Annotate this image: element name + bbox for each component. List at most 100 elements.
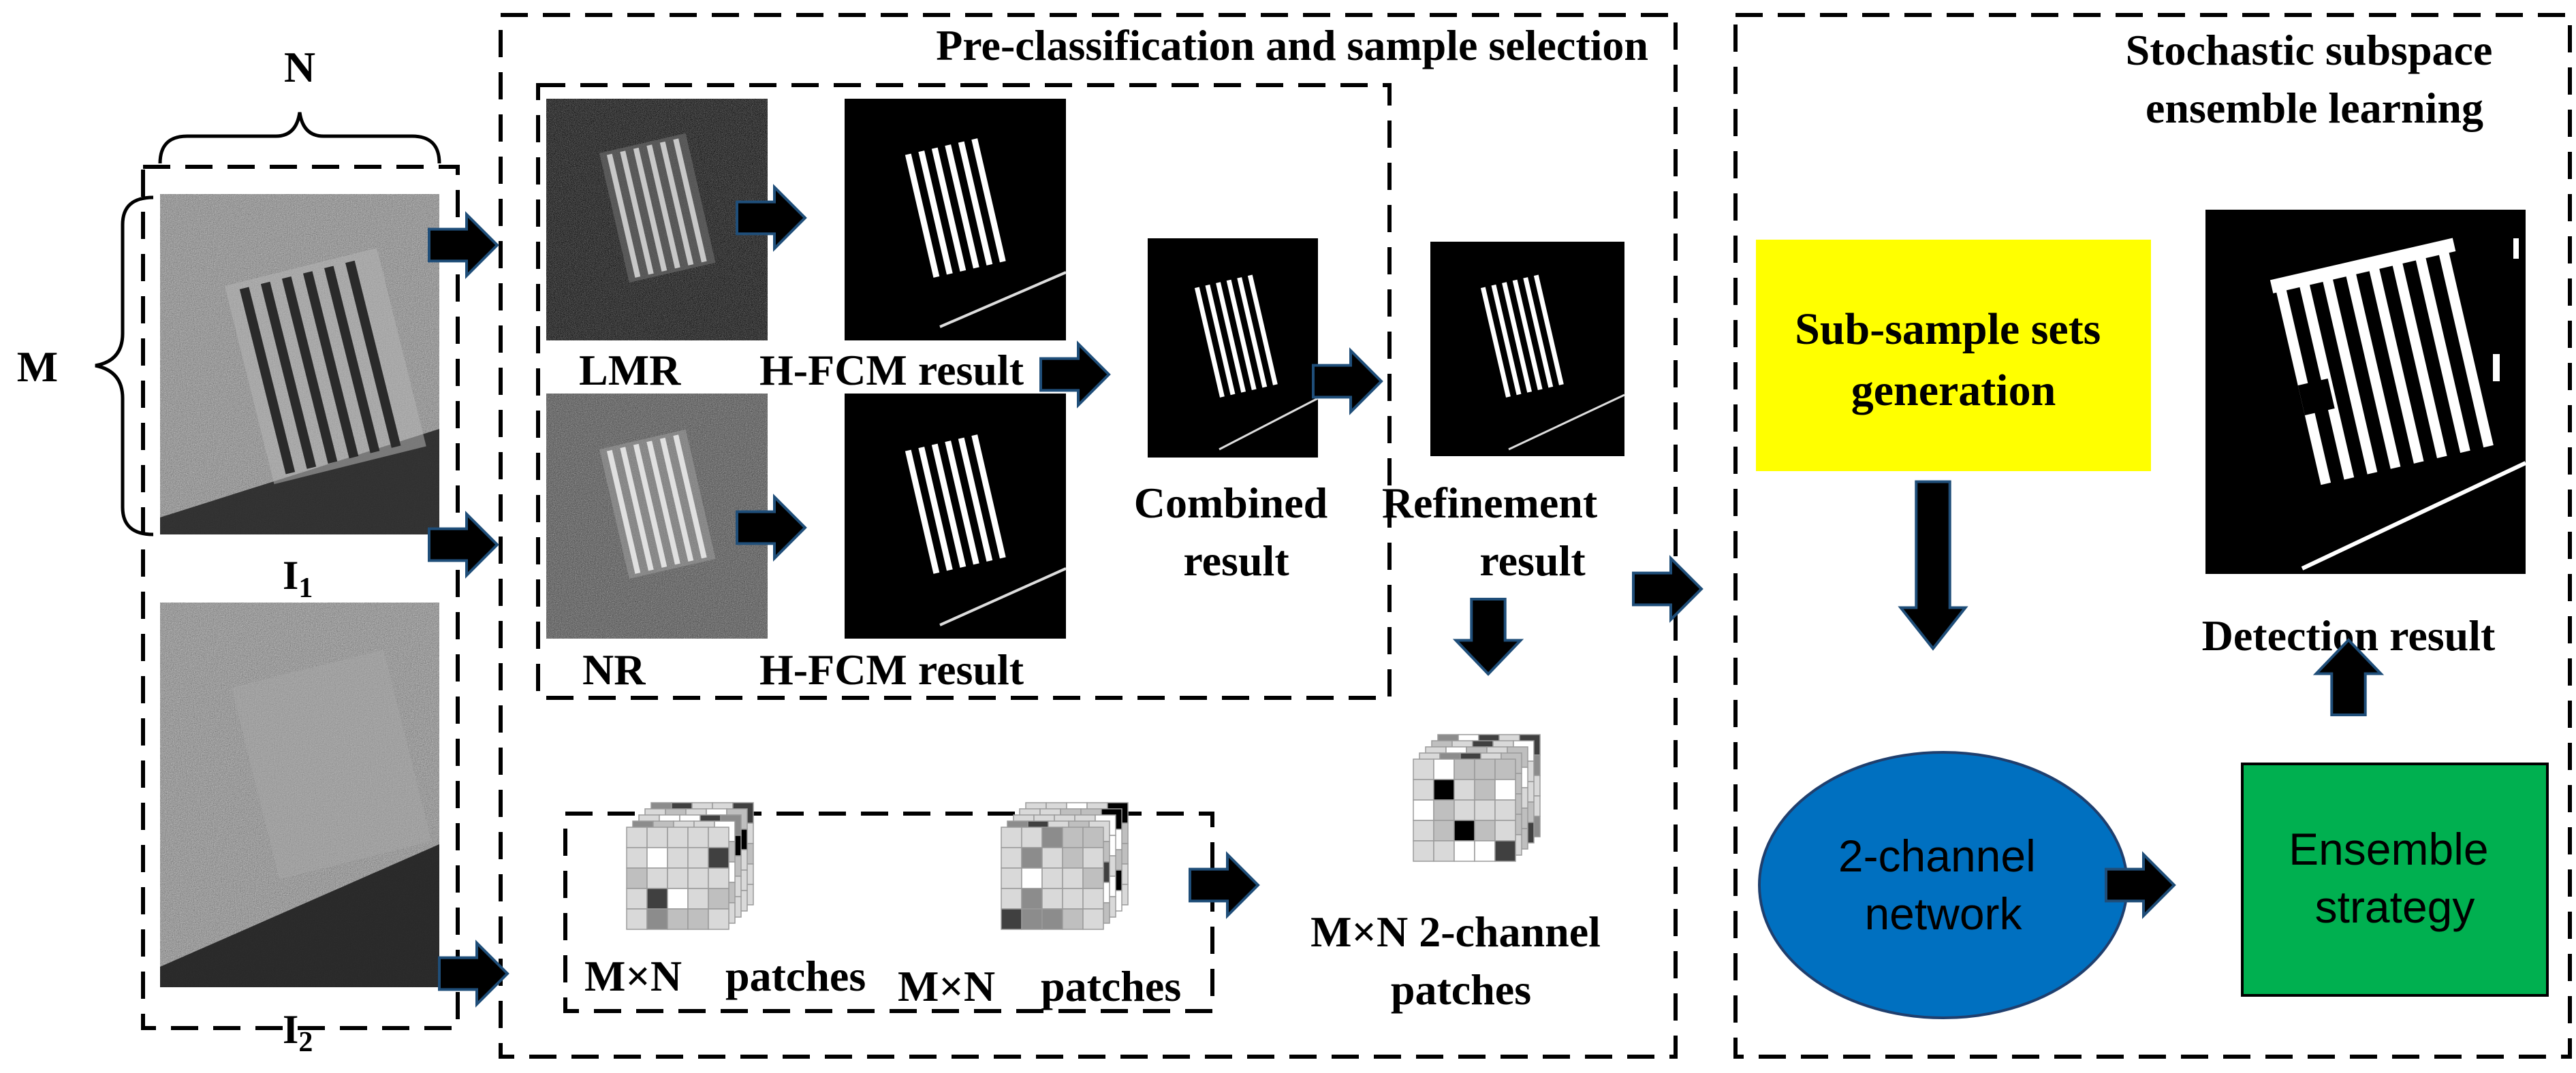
- arrow-input1-to-nr: [428, 511, 499, 579]
- refinement-label: Refinement result: [1382, 479, 1608, 585]
- patch-cube-two-channel: [1413, 734, 1541, 862]
- patch-cell: [1001, 888, 1022, 910]
- patch-cell: [1062, 888, 1084, 910]
- preclass-title: Pre-classification and sample selection: [936, 21, 1648, 69]
- patch-cell: [687, 867, 709, 889]
- patch-cell: [1001, 908, 1022, 930]
- arrow-lmr-to-hfcm: [736, 184, 807, 252]
- patch-cell: [1062, 847, 1084, 869]
- patch-cell: [1082, 867, 1104, 889]
- patches-right-label: M×N patches: [898, 962, 1181, 1010]
- patches-left-label: M×N patches: [584, 952, 866, 1000]
- subsample-label: Sub-sample sets generation: [1795, 304, 2112, 415]
- patch-cell: [687, 827, 709, 848]
- patch-cell: [1062, 827, 1084, 848]
- refinement-result-image: [1430, 242, 1625, 456]
- patch-cell: [1454, 758, 1475, 780]
- patch-cell: [646, 888, 668, 910]
- arrow-strategy-up: [2312, 638, 2385, 716]
- patch-cell: [708, 867, 729, 889]
- arrow-hfcm-to-combined: [1039, 340, 1111, 409]
- patch-cell: [1001, 827, 1022, 848]
- patch-cell: [1021, 867, 1043, 889]
- hfcm-image-top: [845, 99, 1067, 340]
- patch-cell: [626, 867, 648, 889]
- patch-cell: [1041, 867, 1063, 889]
- patch-cell: [1413, 840, 1434, 862]
- patch-layer: [626, 827, 729, 930]
- detection-result-image: [2205, 210, 2527, 574]
- patch-cell: [1021, 847, 1043, 869]
- patch-cell: [667, 908, 689, 930]
- patch-cell: [687, 847, 709, 869]
- arrow-subsample-down: [1898, 480, 1968, 651]
- patch-cell: [1494, 820, 1516, 842]
- patch-cell: [1433, 758, 1455, 780]
- patch-cell: [687, 888, 709, 910]
- patch-cell: [1474, 840, 1496, 862]
- patch-cell: [1494, 779, 1516, 801]
- arrow-to-ensemble: [1632, 555, 1703, 623]
- patch-layer: [1001, 827, 1104, 930]
- patch-cell: [1082, 847, 1104, 869]
- patch-cell: [708, 888, 729, 910]
- arrow-network-to-strategy: [2105, 851, 2176, 919]
- patch-cell: [626, 827, 648, 848]
- lmr-image: [546, 99, 768, 340]
- patch-cell: [1413, 758, 1434, 780]
- difference-images-group: [536, 83, 1392, 700]
- patch-cell: [1041, 888, 1063, 910]
- patch-cell: [1041, 847, 1063, 869]
- sar-image-2: [160, 603, 439, 987]
- image2-label: I2: [283, 1007, 313, 1058]
- sar-image-1: [160, 194, 439, 534]
- patch-cell: [1413, 779, 1434, 801]
- patch-cell: [1413, 820, 1434, 842]
- image1-label: I1: [283, 553, 313, 604]
- patch-cube-left: [626, 802, 754, 930]
- m-brace: [95, 195, 154, 536]
- patch-cell: [1082, 908, 1104, 930]
- patch-cell: [687, 908, 709, 930]
- two-channel-label: M×N 2-channel patches: [1310, 908, 1612, 1014]
- patch-cell: [626, 888, 648, 910]
- patch-cell: [1433, 820, 1455, 842]
- combined-label: Combined result: [1134, 479, 1339, 585]
- dim-n-label: N: [284, 43, 315, 91]
- arrow-input1-to-lmr: [428, 211, 499, 279]
- patch-cell: [1021, 827, 1043, 848]
- patch-cell: [1454, 779, 1475, 801]
- patch-cell: [1001, 847, 1022, 869]
- arrow-combined-to-refine: [1312, 347, 1383, 415]
- subsample-box: [1756, 240, 2151, 471]
- hfcm-image-bottom: [845, 394, 1067, 639]
- patch-cell: [1062, 908, 1084, 930]
- patch-cell: [1494, 840, 1516, 862]
- patch-cell: [1454, 820, 1475, 842]
- arrow-patches-to-two: [1189, 851, 1260, 919]
- patch-cell: [1413, 799, 1434, 821]
- patch-cell: [646, 847, 668, 869]
- patch-cell: [646, 827, 668, 848]
- n-brace: [158, 112, 441, 164]
- patch-cell: [1041, 908, 1063, 930]
- nr-label: NR: [582, 645, 646, 694]
- patch-cell: [1021, 888, 1043, 910]
- patch-cell: [708, 827, 729, 848]
- patch-cell: [667, 867, 689, 889]
- patch-cube-right: [1001, 802, 1129, 930]
- ensemble-group: [1733, 13, 2572, 1059]
- patch-cell: [1474, 758, 1496, 780]
- lmr-label: LMR: [579, 346, 681, 394]
- hfcm-label-top: H-FCM result: [759, 346, 1024, 394]
- patch-cell: [1021, 908, 1043, 930]
- strategy-label: Ensemble strategy: [2289, 824, 2501, 932]
- patch-cell: [626, 847, 648, 869]
- input-images-group: [141, 165, 460, 1030]
- patch-cell: [1433, 840, 1455, 862]
- patch-cell: [1082, 827, 1104, 848]
- patch-cell: [1454, 840, 1475, 862]
- patch-cell: [1474, 820, 1496, 842]
- patch-cell: [1494, 758, 1516, 780]
- patch-cell: [667, 847, 689, 869]
